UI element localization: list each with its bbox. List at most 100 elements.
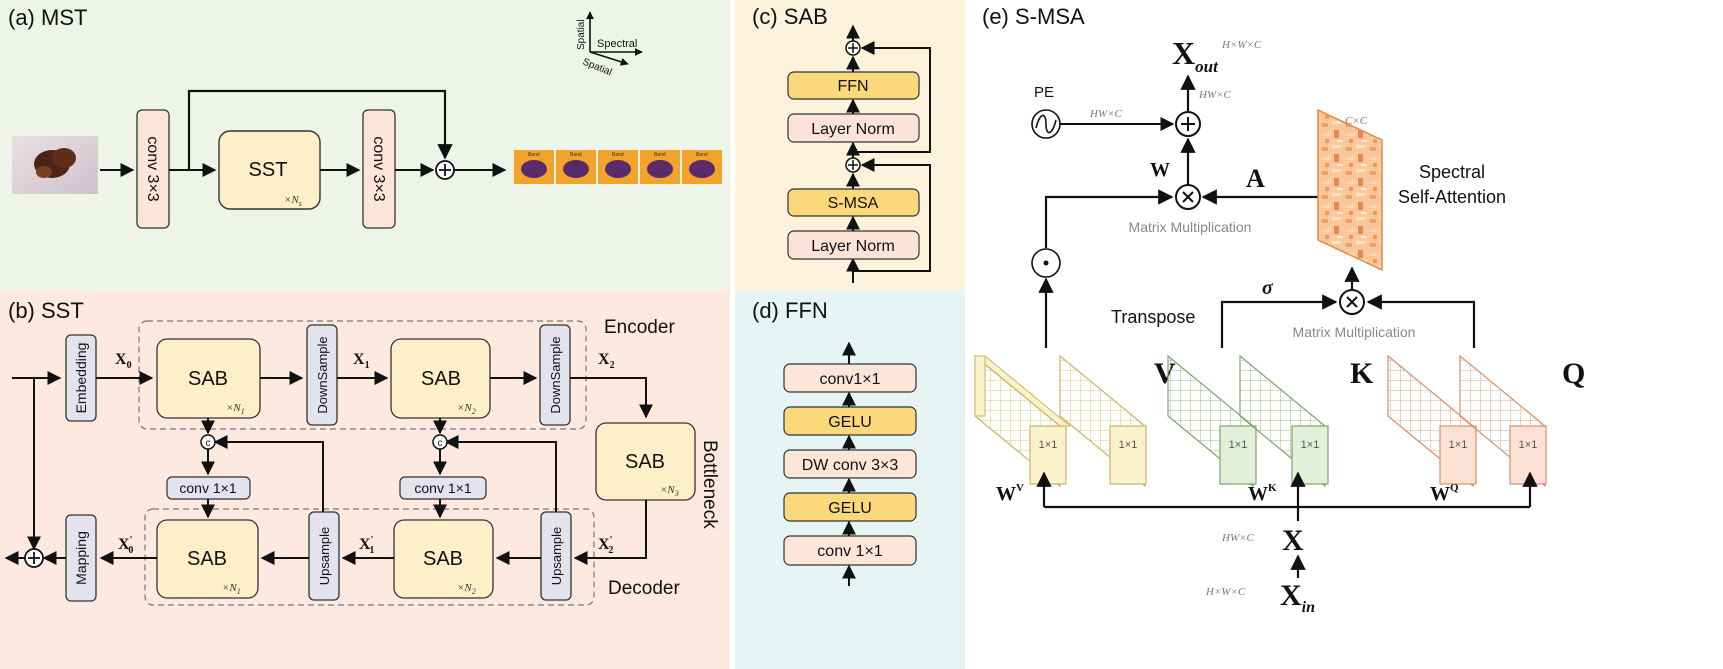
svg-text:SAB: SAB xyxy=(188,368,228,390)
spectral-attn-line2: Self-Attention xyxy=(1398,187,1506,207)
label-k: K xyxy=(1350,357,1374,390)
sst-add-icon xyxy=(24,548,44,568)
svg-text:FFN: FFN xyxy=(837,78,868,95)
label-pe: PE xyxy=(1034,84,1054,101)
axis-spatial-up-label: Spatial xyxy=(576,19,587,50)
conv11-decoder-1: conv 1×1 xyxy=(166,476,251,500)
svg-text:Embedding: Embedding xyxy=(73,343,89,414)
bottleneck-label: Bottleneck xyxy=(699,440,720,529)
svg-text:1×1: 1×1 xyxy=(1229,439,1248,451)
axis-spectral-label: Spectral xyxy=(597,38,637,50)
ffn-layer-5: conv 1×1 xyxy=(783,535,917,566)
sab-layernorm-top: Layer Norm xyxy=(787,113,920,143)
arrow-q-mul xyxy=(1366,294,1476,348)
svg-text:Upsample: Upsample xyxy=(549,527,564,586)
input-image xyxy=(12,136,98,194)
svg-text:Band: Band xyxy=(654,152,666,158)
mst-add-icon xyxy=(435,160,455,180)
label-x-dim: HW×C xyxy=(1221,532,1255,544)
label-x1-prime: X'1 xyxy=(359,535,374,556)
label-a: A xyxy=(1246,164,1265,193)
label-wq: WQ xyxy=(1430,482,1459,505)
panel-smsa-title: (e) S-MSA xyxy=(982,4,1085,29)
label-xin: Xin xyxy=(1280,579,1315,616)
arrow-k-mul xyxy=(1220,294,1338,348)
sab-add-upper-icon xyxy=(845,40,861,56)
panel-sst-title: (b) SST xyxy=(8,298,84,323)
panel-mst-title: (a) MST xyxy=(8,5,87,30)
panel-smsa-bg xyxy=(965,0,1723,669)
smsa-add-icon xyxy=(1175,111,1201,137)
svg-text:Band: Band xyxy=(570,152,582,158)
spectral-attention-map xyxy=(1317,108,1383,272)
label-x2-prime: X'2 xyxy=(598,535,613,556)
ffn-layer-4: GELU xyxy=(783,492,917,522)
label-hwc-up: HW×C xyxy=(1198,89,1232,101)
svg-text:Band: Band xyxy=(696,152,708,158)
mst-conv2: conv 3×3 xyxy=(362,109,396,229)
svg-text:1×1: 1×1 xyxy=(1039,439,1058,451)
concat-1-icon: c xyxy=(200,434,216,450)
svg-text:Band: Band xyxy=(612,152,624,158)
label-pe-dim: HW×C xyxy=(1089,108,1123,120)
label-wk: WK xyxy=(1248,482,1277,505)
spectral-attn-line1: Spectral xyxy=(1419,162,1485,182)
sab-encoder-1: SAB ×N1 xyxy=(156,338,261,419)
svg-text:conv 1×1: conv 1×1 xyxy=(414,480,471,496)
upsample2-skip xyxy=(444,435,557,512)
svg-text:Layer Norm: Layer Norm xyxy=(811,238,895,255)
svg-text:1×1: 1×1 xyxy=(1449,439,1468,451)
upsample1-skip xyxy=(213,435,324,512)
svg-text:×N3: ×N3 xyxy=(660,484,679,498)
svg-text:conv 3×3: conv 3×3 xyxy=(370,136,387,201)
label-wv: WV xyxy=(996,482,1024,505)
arrow-dot-mul xyxy=(1044,189,1174,248)
mst-sst-block: SST ×Ns xyxy=(218,130,321,210)
svg-text:c: c xyxy=(438,438,443,449)
panel-sab-title: (c) SAB xyxy=(752,4,828,29)
label-x0-prime: X'0 xyxy=(118,535,133,556)
mst-skip-connection xyxy=(187,89,453,170)
mst-conv1: conv 3×3 xyxy=(136,109,170,229)
q-block-1: 1×1 xyxy=(1387,354,1477,488)
svg-text:SAB: SAB xyxy=(625,451,665,473)
ffn-layer-3: DW conv 3×3 xyxy=(783,449,917,479)
svg-text:SST: SST xyxy=(249,159,288,181)
svg-text:DownSample: DownSample xyxy=(548,336,563,413)
label-q: Q xyxy=(1562,357,1585,390)
label-xin-dim: H×W×C xyxy=(1205,586,1246,598)
svg-text:SAB: SAB xyxy=(187,548,227,570)
panel-ffn-title: (d) FFN xyxy=(752,298,828,323)
matmul-bottom-label: Matrix Multiplication xyxy=(1293,324,1416,340)
upsample-2: Upsample xyxy=(540,511,572,601)
svg-text:S-MSA: S-MSA xyxy=(828,195,879,212)
sab-skip-lower xyxy=(853,158,931,272)
sab-layernorm-bottom: Layer Norm xyxy=(787,230,920,260)
svg-text:DownSample: DownSample xyxy=(315,336,330,413)
sab-decoder-1: SAB ×N1 xyxy=(156,519,259,599)
embedding-block: Embedding xyxy=(65,334,97,422)
sab-add-lower-icon xyxy=(845,157,861,173)
svg-text:GELU: GELU xyxy=(828,500,872,517)
multiply-top-icon xyxy=(1175,184,1201,210)
svg-text:Band: Band xyxy=(528,152,540,158)
svg-text:c: c xyxy=(206,438,211,449)
label-transpose: Transpose xyxy=(1111,307,1195,327)
svg-text:conv 3×3: conv 3×3 xyxy=(144,136,161,201)
encoder-label: Encoder xyxy=(604,317,675,338)
label-xout: Xout xyxy=(1172,35,1219,76)
svg-text:1×1: 1×1 xyxy=(1519,439,1538,451)
upsample-1: Upsample xyxy=(308,511,340,601)
v-block-2: 1×1 xyxy=(1059,354,1147,488)
arrow-bottleneck-upsample2 xyxy=(573,500,647,565)
label-w: W xyxy=(1150,159,1170,181)
svg-text:1×1: 1×1 xyxy=(1119,439,1138,451)
label-sigma: σ xyxy=(1262,277,1274,299)
label-x2: X2 xyxy=(598,351,615,371)
pe-icon xyxy=(1031,109,1061,139)
conv11-decoder-2: conv 1×1 xyxy=(399,476,487,500)
svg-text:conv 1×1: conv 1×1 xyxy=(817,543,882,560)
ffn-layer-1: conv1×1 xyxy=(783,363,917,393)
svg-text:×N1: ×N1 xyxy=(222,582,241,596)
